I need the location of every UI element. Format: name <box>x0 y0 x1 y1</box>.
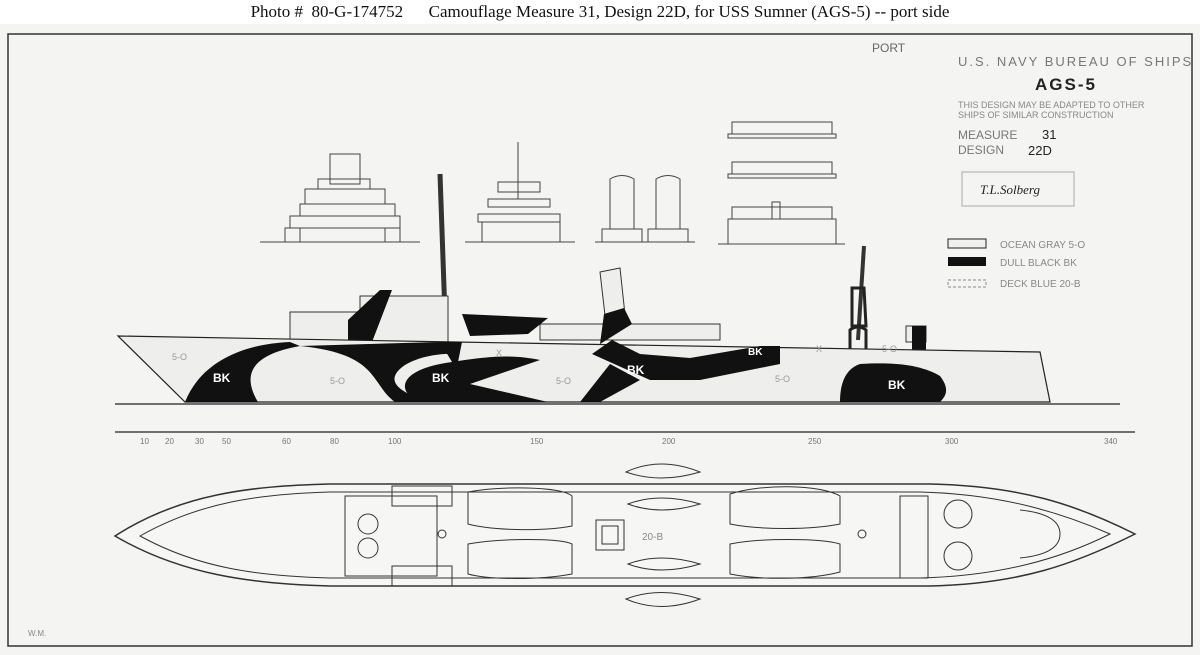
funnel-plan <box>595 519 625 551</box>
bk-label-5: BK <box>888 378 906 392</box>
so-label-2: 5-O <box>330 376 345 386</box>
sheet-border <box>7 33 1193 647</box>
x-label-1: X <box>496 348 502 358</box>
measure-label: MEASURE <box>958 128 1017 142</box>
so-label-3: 5-O <box>556 376 571 386</box>
signature: T.L.Solberg <box>980 182 1040 197</box>
so-label-5: 5-O <box>882 344 897 354</box>
svg-text:300: 300 <box>945 437 959 446</box>
svg-text:100: 100 <box>388 437 402 446</box>
so-label-1: 5-O <box>172 352 187 362</box>
svg-text:80: 80 <box>330 437 339 446</box>
port-label: PORT <box>872 41 906 55</box>
end-views <box>260 121 845 245</box>
bk-label-2: BK <box>432 371 450 385</box>
so-label-4: 5-O <box>775 374 790 384</box>
deck-plan <box>113 463 1137 607</box>
photo-caption: Photo # 80-G-174752 Camouflage Measure 3… <box>250 2 950 21</box>
bk-patch-boat <box>462 314 548 336</box>
boat-outlines <box>467 463 841 607</box>
legend-swatch-ocean-gray <box>947 238 987 249</box>
legend-label-deck-blue: DECK BLUE 20-B <box>1000 279 1081 290</box>
svg-text:60: 60 <box>282 437 291 446</box>
bk-label-1: BK <box>213 371 231 385</box>
ship-profile: BK BK BK BK BK 5-O 5-O 5-O 5-O 5-O X X <box>115 173 1120 405</box>
ship-designation: AGS-5 <box>1035 75 1097 94</box>
draftsman-initials: W.M. <box>28 629 46 638</box>
frame-numbers: 10 20 30 50 60 80 100 150 200 250 300 34… <box>140 437 1118 446</box>
svg-text:10: 10 <box>140 437 149 446</box>
forward-end-view <box>260 153 420 243</box>
deck-color-label: 20-B <box>642 532 663 543</box>
svg-text:50: 50 <box>222 437 231 446</box>
note-line-2: SHIPS OF SIMILAR CONSTRUCTION <box>958 110 1114 120</box>
legend-label-ocean-gray: OCEAN GRAY 5-O <box>1000 240 1085 251</box>
design-label: DESIGN <box>958 143 1004 157</box>
bureau-label: U.S. NAVY BUREAU OF SHIPS <box>958 54 1193 69</box>
deck-outline <box>113 483 1137 587</box>
camouflage-drawing: PORT U.S. NAVY BUREAU OF SHIPS AGS-5 THI… <box>7 33 1193 647</box>
x-label-2: X <box>816 344 822 354</box>
svg-text:200: 200 <box>662 437 676 446</box>
design-value: 22D <box>1028 143 1052 158</box>
legend-label-dull-black: DULL BLACK BK <box>1000 258 1077 269</box>
svg-text:150: 150 <box>530 437 544 446</box>
legend-swatch-dull-black <box>948 257 986 266</box>
funnel-end-views <box>595 175 695 243</box>
signature-box <box>961 171 1075 207</box>
drawing-sheet: PORT U.S. NAVY BUREAU OF SHIPS AGS-5 THI… <box>0 24 1200 655</box>
note-line-1: THIS DESIGN MAY BE ADAPTED TO OTHER <box>958 100 1145 110</box>
title-block: PORT U.S. NAVY BUREAU OF SHIPS AGS-5 THI… <box>872 41 1193 290</box>
svg-text:340: 340 <box>1104 437 1118 446</box>
midship-end-view <box>465 142 575 243</box>
forward-deckhouse <box>344 495 438 577</box>
measure-value: 31 <box>1042 127 1056 142</box>
aft-end-view <box>718 121 845 245</box>
legend-swatch-deck-blue <box>947 279 987 288</box>
mainmast <box>856 245 866 341</box>
svg-text:250: 250 <box>808 437 822 446</box>
bk-label-3: BK <box>627 363 645 377</box>
svg-text:20: 20 <box>165 437 174 446</box>
bk-label-4: BK <box>748 347 763 358</box>
svg-text:30: 30 <box>195 437 204 446</box>
